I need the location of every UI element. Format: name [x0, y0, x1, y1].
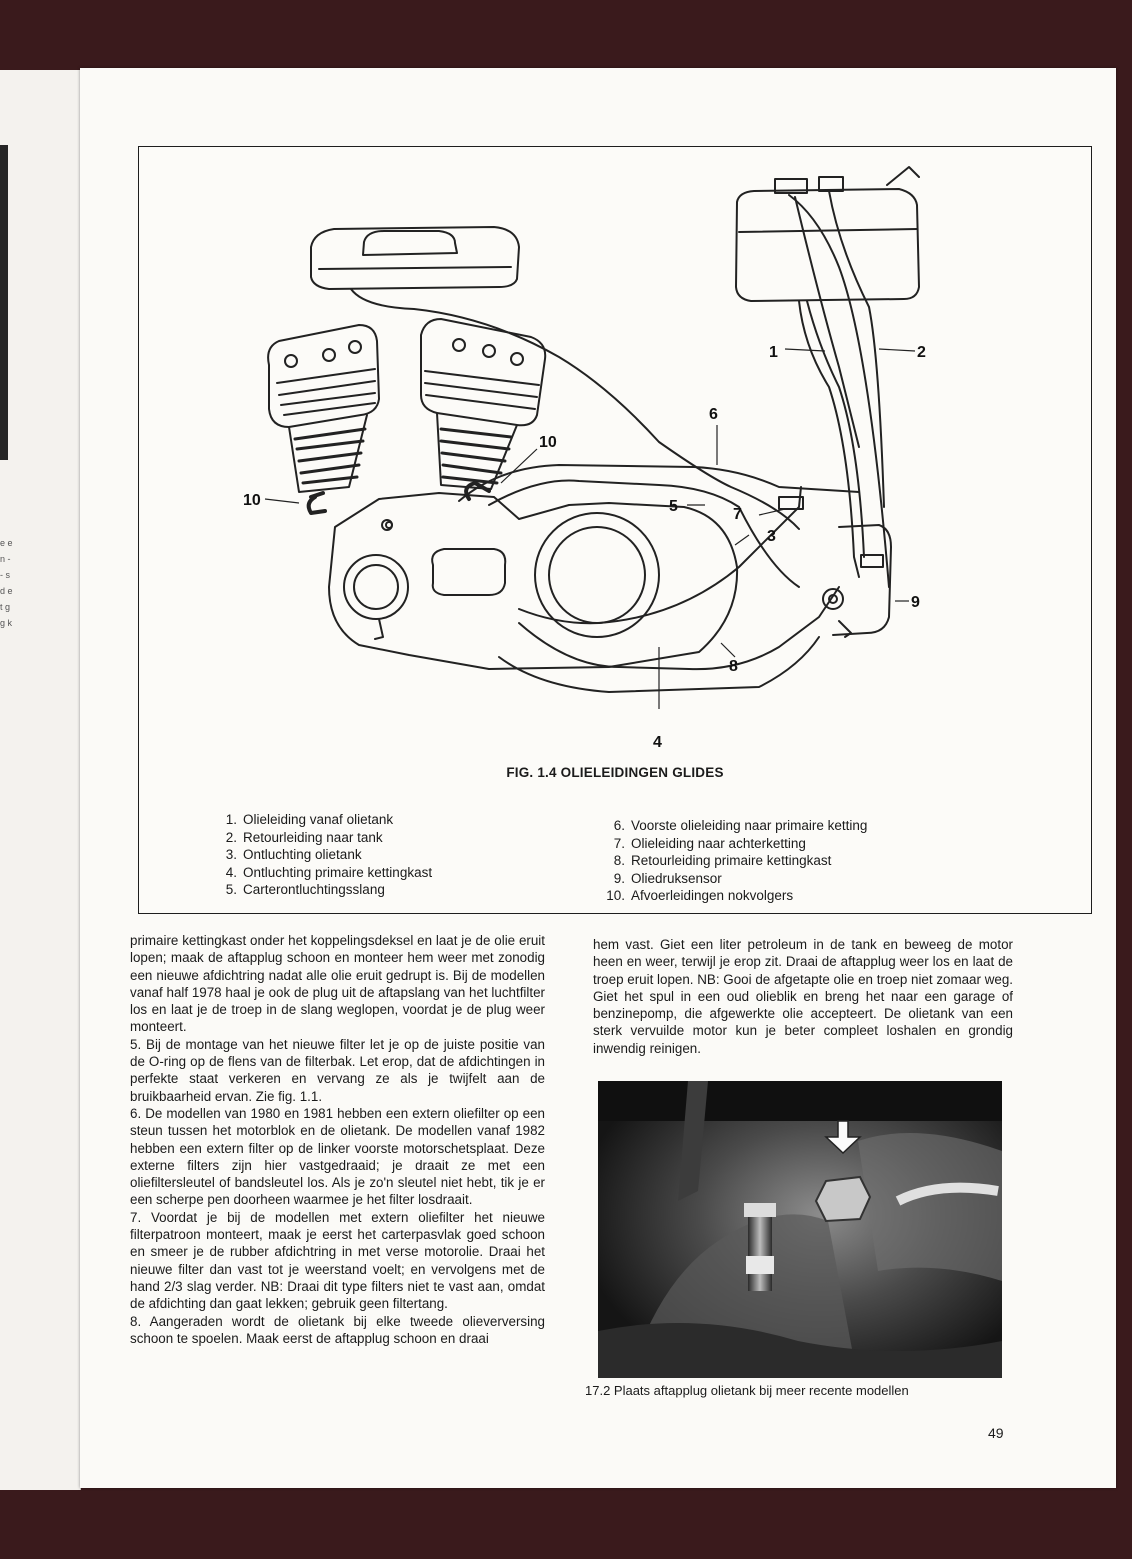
callout-4: 4 [653, 734, 662, 751]
paragraph: 5. Bij de montage van het nieuwe filter … [130, 1036, 545, 1104]
legend-item: 4.Ontluchting primaire kettingkast [225, 864, 433, 880]
paragraph: primaire kettingkast onder het koppeling… [130, 933, 545, 1035]
legend-item: 3.Ontluchting olietank [225, 847, 362, 863]
legend-item: 2.Retourleiding naar tank [225, 829, 383, 845]
photo-oil-tank-drain-plug [598, 1081, 1002, 1378]
photo-image [598, 1081, 1002, 1378]
previous-page-text-fragment: e e n - - s d e t g g k [0, 538, 13, 628]
legend-item: 7.Olieleiding naar achterketting [613, 835, 806, 851]
previous-page-photo-strip [0, 145, 8, 460]
callout-10-rear: 10 [539, 434, 557, 451]
legend-item: 8.Retourleiding primaire kettingkast [613, 853, 832, 869]
figure-legend-left: 1.Olieleiding vanaf olietank 2.Retourlei… [219, 811, 432, 899]
book-page: 1 2 3 4 5 6 7 8 9 10 10 FIG. 1.4 OLIELEI… [80, 68, 1116, 1488]
figure-title: FIG. 1.4 OLIELEIDINGEN GLIDES [506, 765, 724, 780]
legend-item: 6.Voorste olieleiding naar primaire kett… [613, 818, 868, 833]
page-number: 49 [988, 1425, 1004, 1441]
paragraph: 7. Voordat je bij de modellen met extern… [130, 1209, 545, 1312]
paragraph: 6. De modellen van 1980 en 1981 hebben e… [130, 1105, 545, 1208]
text-column-right: hem vast. Giet een liter petroleum in de… [593, 936, 1013, 1057]
callout-9: 9 [911, 594, 920, 611]
callout-3: 3 [767, 528, 776, 545]
callout-5: 5 [669, 498, 678, 515]
previous-page-edge [0, 70, 81, 1490]
legend-item: 5.Carterontluchtingsslang [225, 882, 385, 898]
text-column-left: primaire kettingkast onder het koppeling… [130, 932, 545, 1347]
callout-8: 8 [729, 658, 738, 675]
figure-frame: 1 2 3 4 5 6 7 8 9 10 10 FIG. 1.4 OLIELEI… [138, 146, 1092, 914]
callout-6: 6 [709, 406, 718, 423]
callout-1: 1 [769, 344, 778, 361]
callout-10-front: 10 [243, 492, 261, 509]
photo-caption: 17.2 Plaats aftapplug olietank bij meer … [585, 1383, 909, 1398]
figure-legend-right: 6.Voorste olieleiding naar primaire kett… [599, 817, 867, 905]
legend-item: 1.Olieleiding vanaf olietank [225, 812, 394, 827]
oil-lines-diagram: 1 2 3 4 5 6 7 8 9 10 10 [243, 166, 926, 751]
legend-item: 10.Afvoerleidingen nokvolgers [606, 888, 794, 904]
callout-2: 2 [917, 344, 926, 361]
legend-item: 9.Oliedruksensor [613, 870, 722, 886]
paragraph: 8. Aangeraden wordt de olietank bij elke… [130, 1313, 545, 1346]
paragraph: hem vast. Giet een liter petroleum in de… [593, 937, 1013, 1056]
callout-7: 7 [733, 506, 742, 523]
